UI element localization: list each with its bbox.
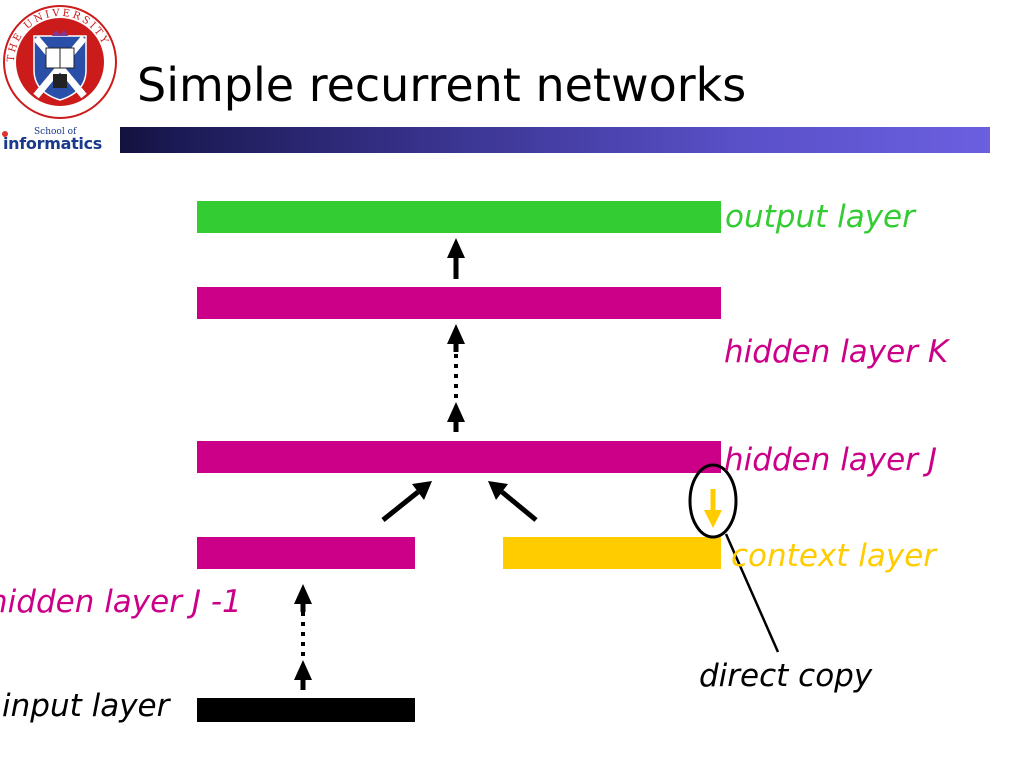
hidden-layer-k-label: hidden layer K xyxy=(724,334,949,370)
informatics-dot-icon xyxy=(2,131,8,137)
slide-title: Simple recurrent networks xyxy=(137,58,747,112)
informatics-text: informatics xyxy=(3,134,103,153)
input-layer-label: input layer xyxy=(2,688,170,724)
arrow-hidden-k-to-output xyxy=(447,238,465,279)
arrow-context-to-hidden-j xyxy=(488,481,538,522)
output-layer-bar xyxy=(197,201,721,233)
university-crest-logo: THE UNIVERSITY OF EDINBURGH xyxy=(3,5,117,119)
arrow-hidden-j-minus-1-to-hidden-j xyxy=(381,481,432,522)
direct-copy-marker xyxy=(688,463,780,653)
school-of-text: School of xyxy=(34,127,77,137)
hidden-layer-k-bar xyxy=(197,287,721,319)
direct-copy-label: direct copy xyxy=(699,658,873,694)
school-logo-box xyxy=(0,127,120,153)
hidden-layer-j-bar xyxy=(197,441,721,473)
arrow-hidden-j-to-hidden-k xyxy=(447,324,465,432)
context-layer-bar xyxy=(503,537,721,569)
header-banner xyxy=(0,127,990,153)
hidden-layer-j-minus-1-bar xyxy=(197,537,415,569)
context-layer-label: context layer xyxy=(731,538,937,574)
input-layer-bar xyxy=(197,698,415,722)
hidden-layer-j-minus-1-label: hidden layer J -1 xyxy=(0,584,242,620)
output-layer-label: output layer xyxy=(725,199,915,235)
arrow-input-to-hidden-j-minus-1 xyxy=(294,584,312,690)
hidden-layer-j-label: hidden layer J xyxy=(724,442,937,478)
